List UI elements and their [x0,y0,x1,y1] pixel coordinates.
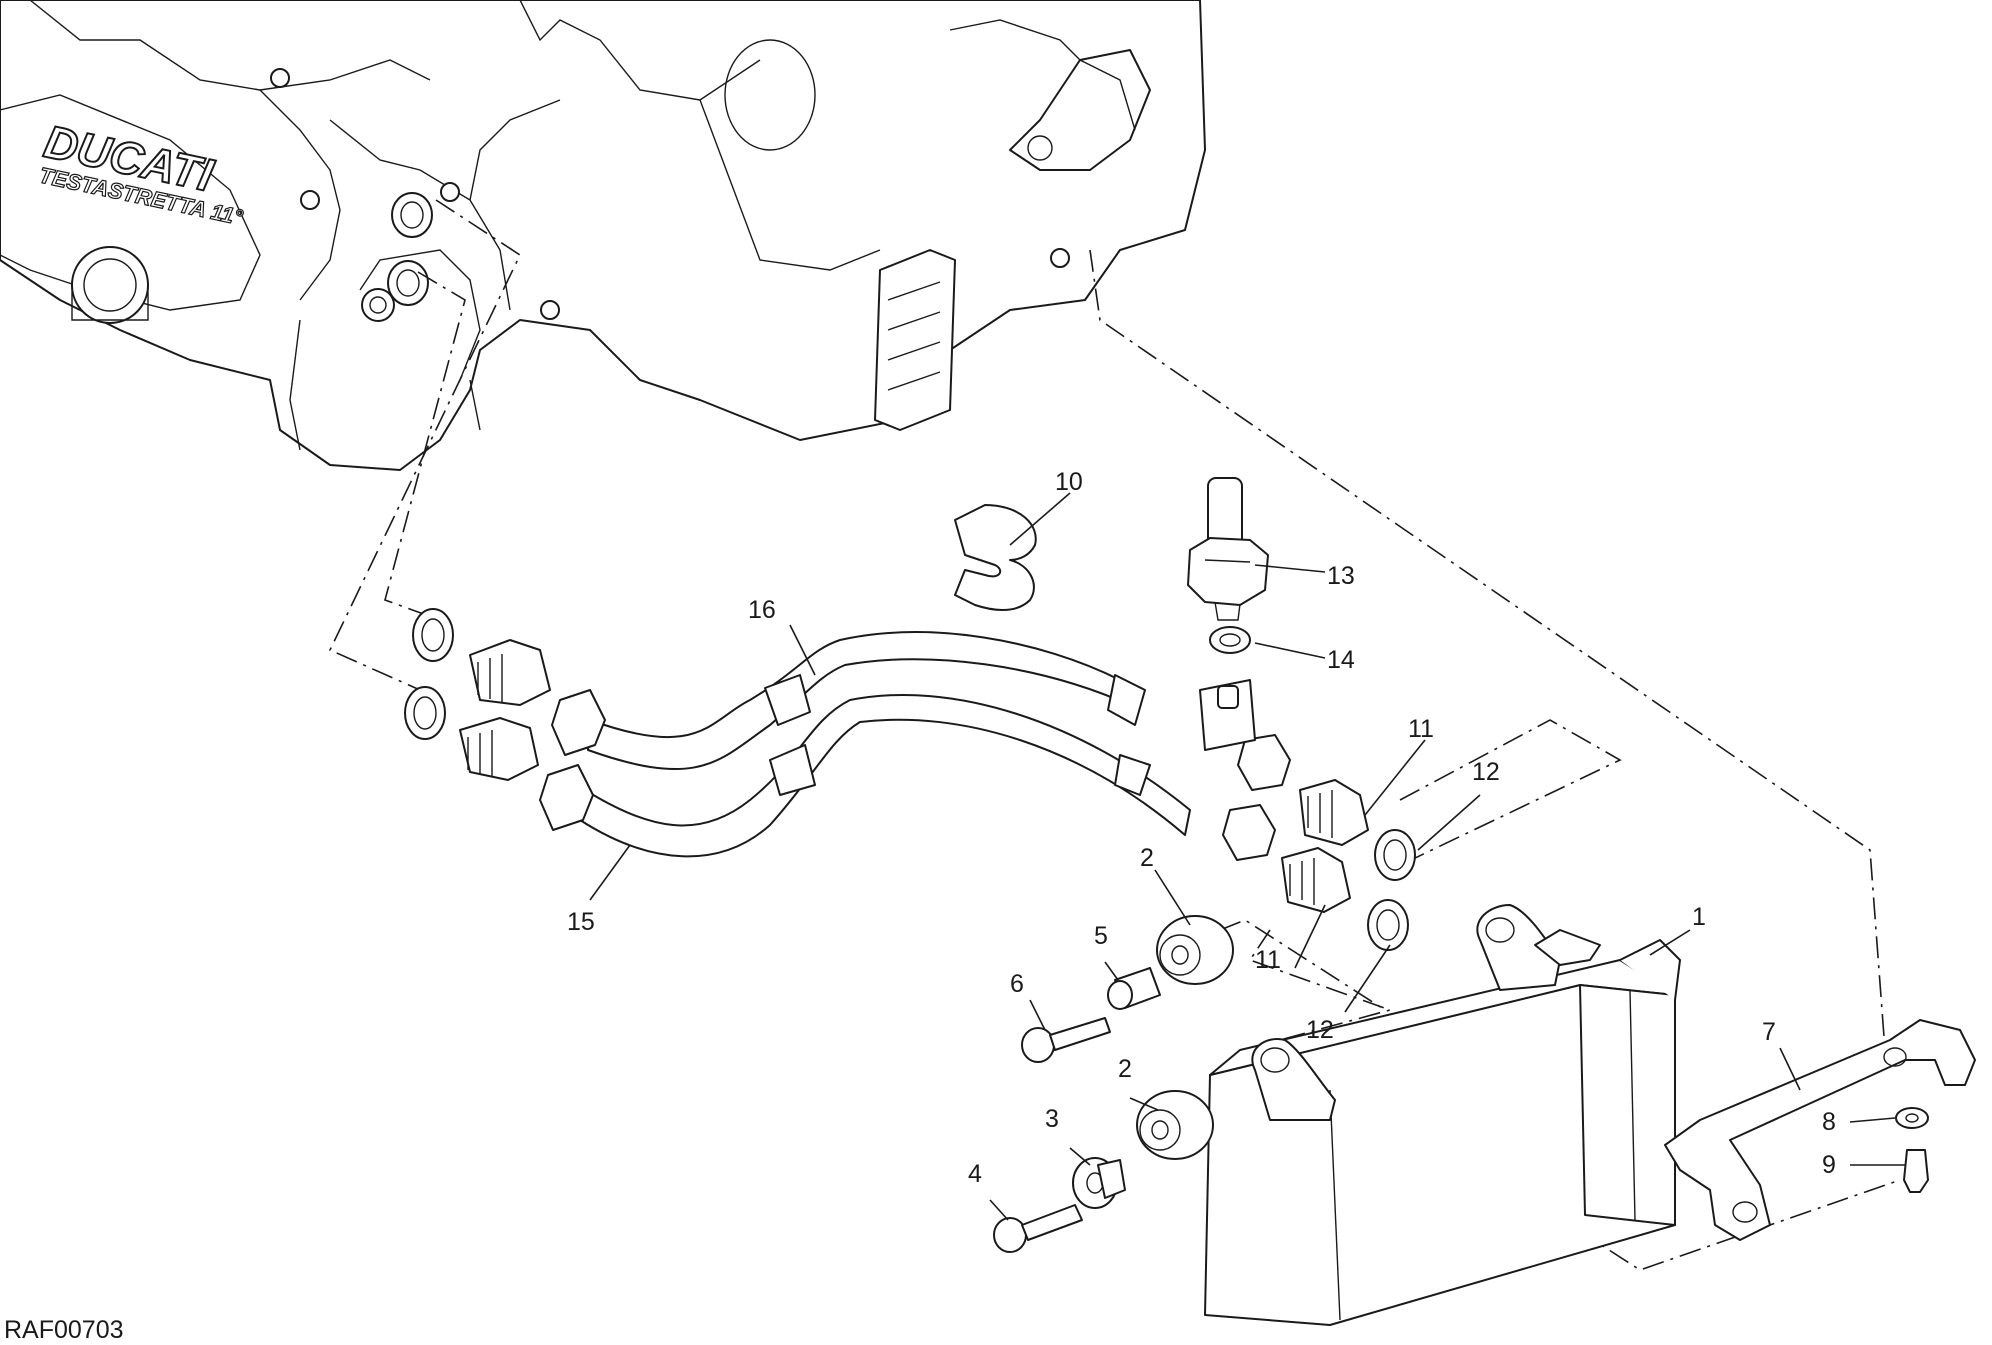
callout-7: 7 [1762,1018,1776,1046]
callout-12-lower: 12 [1306,1016,1334,1044]
mount-hardware [993,915,1234,1253]
callout-12-upper: 12 [1472,758,1500,786]
callout-4: 4 [968,1160,982,1188]
callout-13: 13 [1327,562,1355,590]
callout-2-lower: 2 [1118,1055,1132,1083]
callout-3: 3 [1045,1105,1059,1133]
callout-8: 8 [1822,1108,1836,1136]
callout-16: 16 [748,596,776,624]
oil-cooler [1204,904,1681,1326]
callout-leaders [589,492,1905,1221]
engine-block: DUCATI TESTASTRETTA 11° [0,0,1206,471]
callout-1: 1 [1692,903,1706,931]
oil-hoses [539,631,1291,861]
right-fittings [1281,779,1416,951]
callout-2-upper: 2 [1140,844,1154,872]
diagram-code: RAF00703 [4,1316,124,1344]
callout-9: 9 [1822,1151,1836,1179]
callout-11-lower: 11 [1255,946,1281,974]
callout-15: 15 [567,908,595,936]
callout-10: 10 [1055,468,1083,496]
callout-5: 5 [1094,922,1108,950]
left-fittings [404,608,551,781]
callout-6: 6 [1010,970,1024,998]
cooler-bracket [1664,1019,1976,1241]
callout-labels: 1 2 2 3 4 5 6 7 8 9 10 11 11 12 12 13 14… [567,468,1836,1188]
temperature-sensor [1187,477,1269,654]
callout-14: 14 [1327,646,1355,674]
hose-clip [954,504,1037,611]
callout-11-upper: 11 [1408,715,1434,743]
